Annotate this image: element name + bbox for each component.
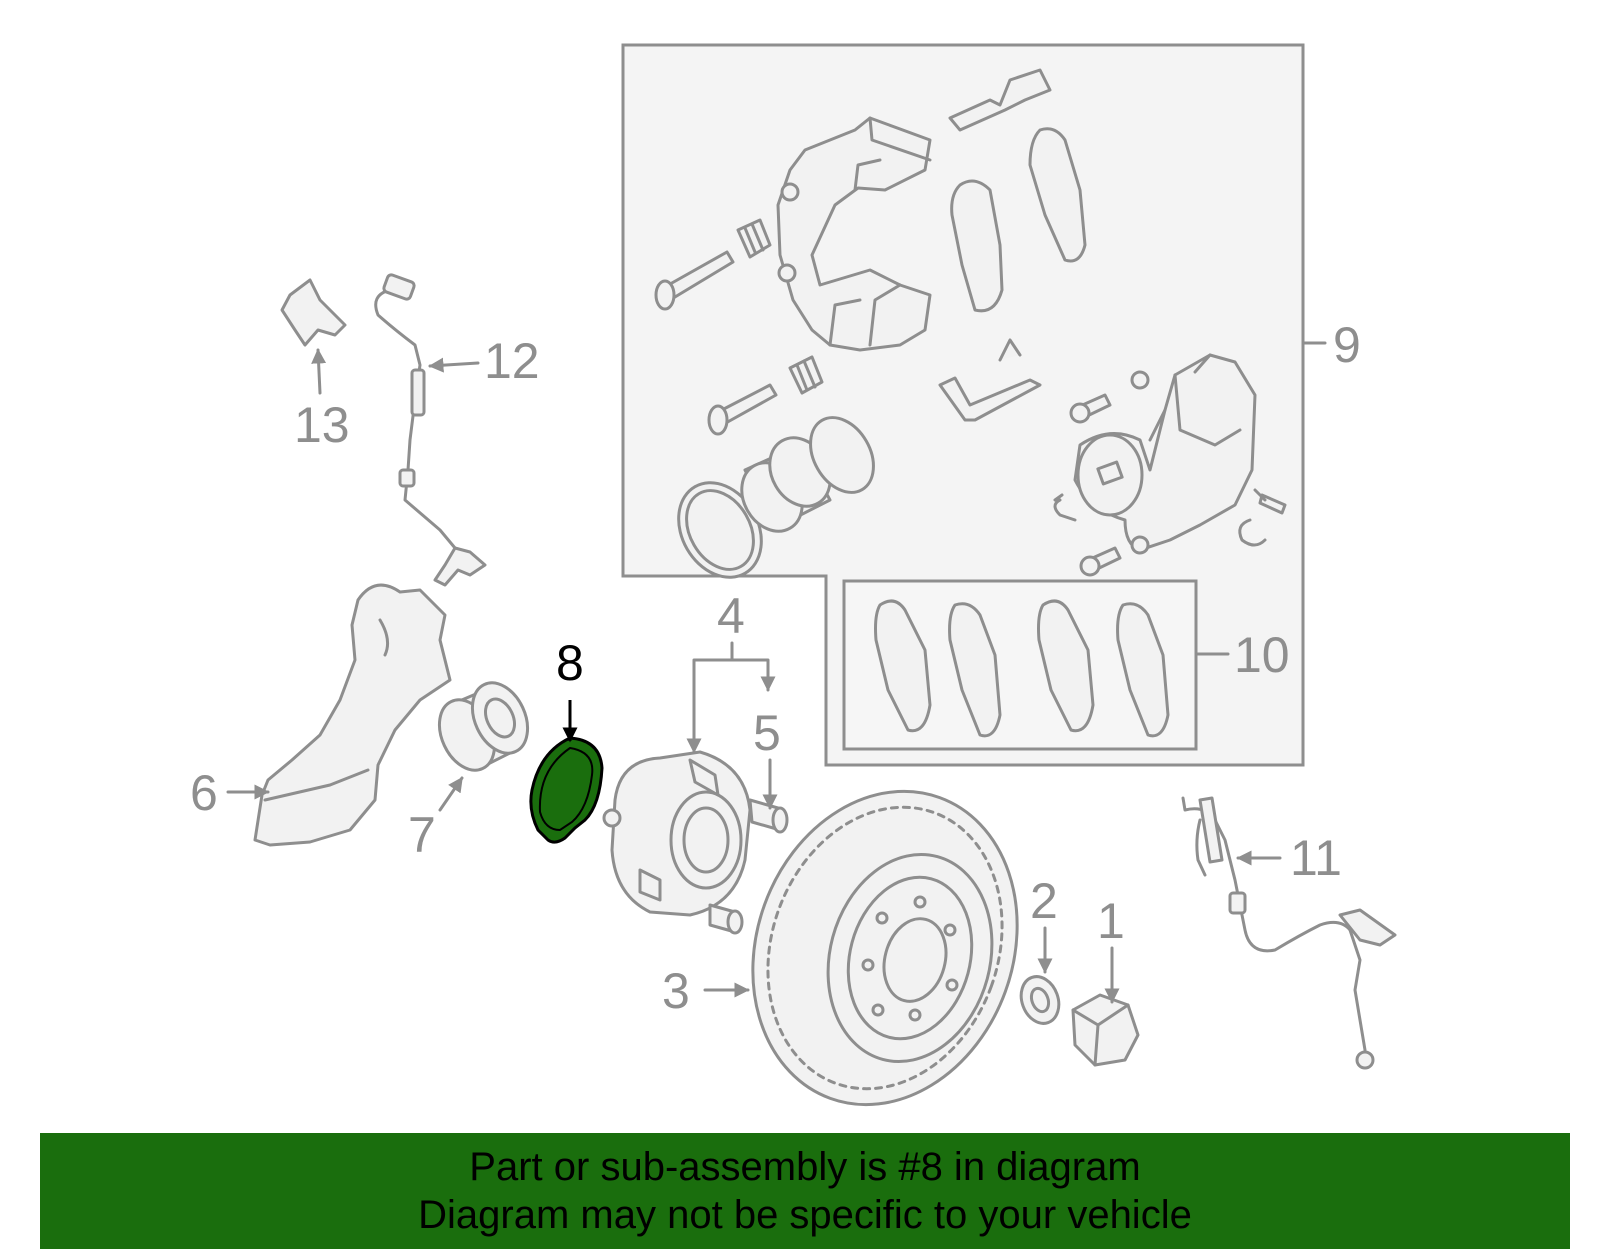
callout-13: 13 — [294, 397, 350, 453]
banner-line-2: Diagram may not be specific to your vehi… — [418, 1193, 1192, 1237]
callout-12: 12 — [484, 333, 540, 389]
callout-3: 3 — [662, 963, 690, 1019]
callout-2: 2 — [1030, 873, 1058, 929]
brake-pad-upper-left — [950, 179, 1004, 313]
callout-10: 10 — [1234, 627, 1290, 683]
caliper-housing — [1073, 353, 1257, 555]
anti-rattle-clip-upper — [948, 68, 1052, 132]
leader-4 — [692, 641, 768, 752]
callout-9: 9 — [1333, 317, 1361, 373]
abs-sensor-front — [374, 273, 487, 587]
callout-11: 11 — [1290, 830, 1342, 886]
leader-12 — [428, 357, 480, 373]
pin-boot-lower — [788, 355, 824, 395]
brake-pad-set-4 — [1116, 602, 1170, 738]
piston-seal-inner — [809, 416, 875, 494]
wheel-hub — [602, 750, 789, 935]
pin-boot-upper — [736, 218, 772, 259]
caliper-bolt-lower — [1079, 546, 1122, 577]
abs-sensor-rear — [1181, 796, 1397, 1070]
callout-4: 4 — [717, 588, 745, 644]
guide-pin-lower — [707, 383, 778, 436]
dust-shield — [253, 583, 452, 847]
brake-pad-set-3 — [1037, 599, 1095, 733]
caliper-bracket — [776, 116, 932, 352]
leader-13 — [311, 348, 327, 395]
guide-pin-upper — [654, 250, 735, 311]
callout-5: 5 — [753, 705, 781, 761]
callout-7: 7 — [408, 807, 436, 863]
callout-1: 1 — [1097, 893, 1125, 949]
washer — [1019, 975, 1061, 1025]
leader-7 — [438, 776, 464, 812]
spring-clip-left — [1053, 493, 1077, 522]
hub-nut — [1071, 993, 1140, 1067]
callout-6: 6 — [190, 765, 218, 821]
brake-pad-upper-right — [1028, 127, 1087, 263]
brake-rotor — [751, 789, 1019, 1107]
spring-clip-right — [1238, 518, 1267, 547]
caliper-bolt-upper — [1069, 393, 1112, 424]
brake-pad-set-2 — [948, 602, 1002, 738]
caliper-piston — [740, 436, 832, 533]
retaining-ring-part-8 — [529, 736, 604, 844]
hub-bearing — [437, 681, 530, 772]
harness-clip — [280, 278, 347, 347]
anti-rattle-clip-lower — [938, 338, 1042, 422]
brake-pad-set-1 — [874, 599, 932, 733]
part-info-banner: Part or sub-assembly is #8 in diagram Di… — [40, 1133, 1570, 1249]
banner-line-1: Part or sub-assembly is #8 in diagram — [469, 1145, 1141, 1189]
dust-shield-edge — [263, 618, 390, 802]
bleeder-screw — [1253, 488, 1287, 515]
callout-8: 8 — [556, 635, 584, 691]
